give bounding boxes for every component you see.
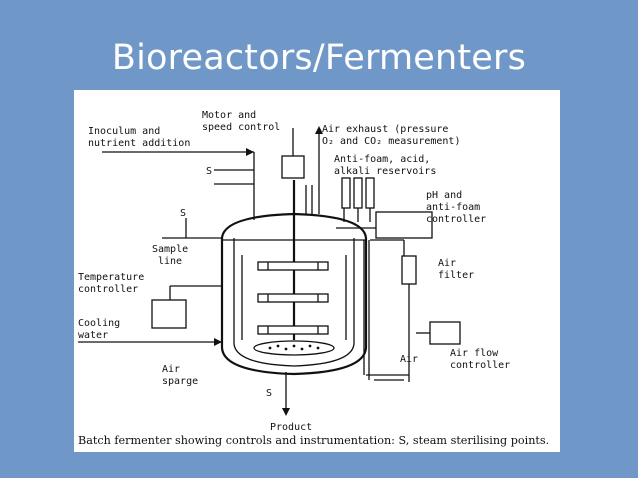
- product-arrow: [282, 408, 290, 416]
- label-sample-2: line: [158, 256, 182, 267]
- sparger-holes: [268, 344, 320, 351]
- ph-controller-box: [375, 211, 433, 239]
- label-air-filter-2: filter: [438, 270, 474, 281]
- label-sample: Sample: [152, 244, 188, 255]
- impeller-3: [257, 325, 329, 335]
- label-temperature-2: controller: [78, 284, 138, 295]
- label-s-1: S: [206, 166, 212, 177]
- fermenter-diagram: Motor and speed control Inoculum and nut…: [74, 90, 560, 452]
- reservoirs: [341, 177, 375, 222]
- agitator-shaft: [281, 128, 305, 340]
- label-air-flow: Air flow: [450, 348, 499, 359]
- slide-title: Bioreactors/Fermenters: [111, 38, 527, 78]
- label-s-2: S: [180, 208, 186, 219]
- label-air-flow-2: controller: [450, 360, 510, 371]
- label-cooling: Cooling: [78, 318, 120, 329]
- temperature-controller-box: [151, 299, 187, 329]
- label-air-filter: Air: [438, 258, 456, 269]
- air-flow-controller-box: [429, 321, 461, 345]
- label-sparge: Air: [162, 364, 180, 375]
- label-air-exhaust-2: O₂ and CO₂ measurement): [322, 136, 460, 147]
- impeller-1: [257, 261, 329, 271]
- label-inoculum: Inoculum and: [88, 126, 160, 137]
- label-sparge-2: sparge: [162, 376, 198, 387]
- label-ph-2: anti-foam: [426, 202, 480, 213]
- figure-caption: Batch fermenter showing controls and ins…: [78, 434, 549, 447]
- label-temperature: Temperature: [78, 272, 144, 283]
- label-product: Product: [270, 422, 312, 433]
- label-cooling-2: water: [78, 330, 108, 341]
- label-s-3: S: [266, 388, 272, 399]
- label-inoculum-2: nutrient addition: [88, 138, 190, 149]
- diagram-svg: Motor and speed control Inoculum and nut…: [78, 110, 549, 447]
- label-ph-3: controller: [426, 214, 486, 225]
- label-air-exhaust: Air exhaust (pressure: [322, 124, 448, 135]
- label-antifoam: Anti-foam, acid,: [334, 154, 430, 165]
- label-antifoam-2: alkali reservoirs: [334, 166, 436, 177]
- air-sparger: [253, 340, 335, 356]
- label-air-in: Air: [400, 354, 418, 365]
- impeller-2: [257, 293, 329, 303]
- label-motor-2: speed control: [202, 122, 280, 133]
- label-ph: pH and: [426, 190, 462, 201]
- air-filter-box: [401, 255, 417, 285]
- label-motor: Motor and: [202, 110, 256, 121]
